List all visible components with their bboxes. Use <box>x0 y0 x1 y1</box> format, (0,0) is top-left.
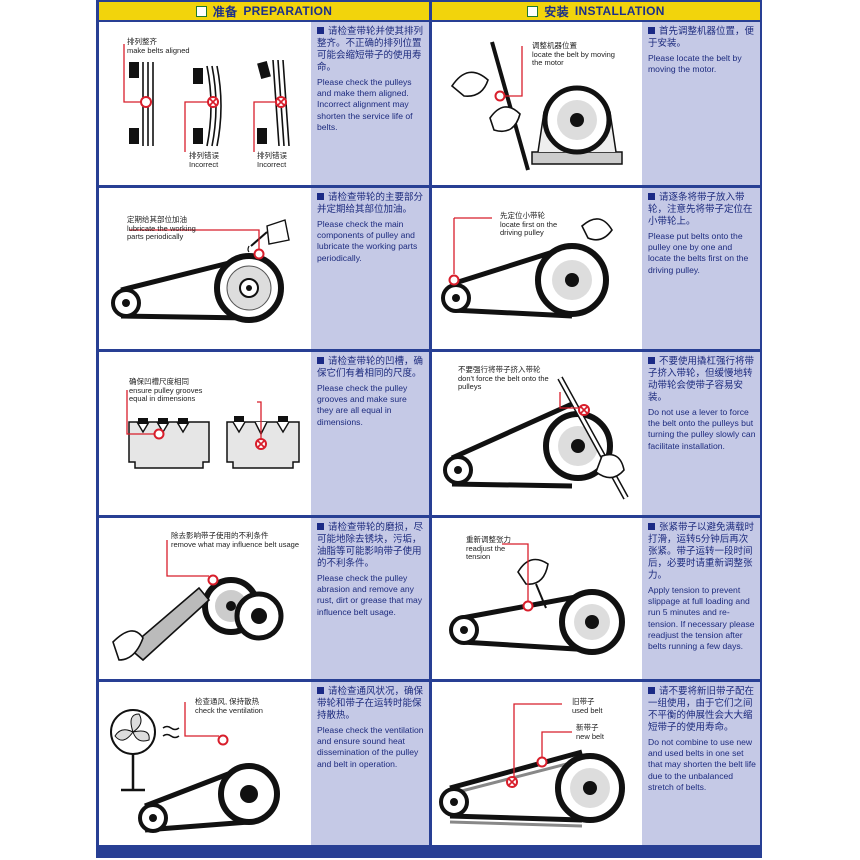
bullet-icon <box>648 27 655 34</box>
bullet-icon <box>648 193 655 200</box>
bullet-icon <box>317 193 324 200</box>
preparation-header: 准备 PREPARATION <box>99 2 429 20</box>
checkbox-square-icon <box>195 5 207 17</box>
step-text-panel: 请检查带轮的凹槽，确保它们有着相同的尺度。 Please check the p… <box>311 352 429 515</box>
bullet-icon <box>648 523 655 530</box>
step-text-panel: 请检查带轮的主要部分并定期给其部位加油。 Please check the ma… <box>311 188 429 349</box>
checkbox-square-icon <box>527 5 539 17</box>
bullet-icon <box>648 687 655 694</box>
bullet-icon <box>317 687 324 694</box>
installation-header: 安装 INSTALLATION <box>432 2 760 20</box>
step-text-panel: 不要使用撬杠强行将带子挤入带轮，但缓慢地转动带轮会使带子容易安装。 Do not… <box>642 352 760 515</box>
bullet-icon <box>317 27 324 34</box>
bullet-icon <box>648 357 655 364</box>
step-text-panel: 张紧带子以避免满载时打滑，运转5分钟后再次张紧。带子运转一段时间后，必要时请重新… <box>642 518 760 679</box>
bullet-icon <box>317 523 324 530</box>
step-text-panel: 请逐条将带子放入带轮，注意先将带子定位在小带轮上。 Please put bel… <box>642 188 760 349</box>
step-text-panel: 请不要将新旧带子配在一组使用，由于它们之间不平衡的伸展性会大大缩短带子的使用寿命… <box>642 682 760 845</box>
step-text-panel: 请检查通风状况，确保带轮和带子在运转时能保持散热。 Please check t… <box>311 682 429 845</box>
step-text-panel: 首先调整机器位置，便于安装。 Please locate the belt by… <box>642 22 760 185</box>
step-text-panel: 请检查带轮并使其排列整齐。不正确的排列位置可能会缩短带子的使用寿命。 Pleas… <box>311 22 429 185</box>
bullet-icon <box>317 357 324 364</box>
step-text-panel: 请检查带轮的磨损，尽可能地除去锈块，污垢，油脂等可能影响带子使用的不利条件。 P… <box>311 518 429 679</box>
